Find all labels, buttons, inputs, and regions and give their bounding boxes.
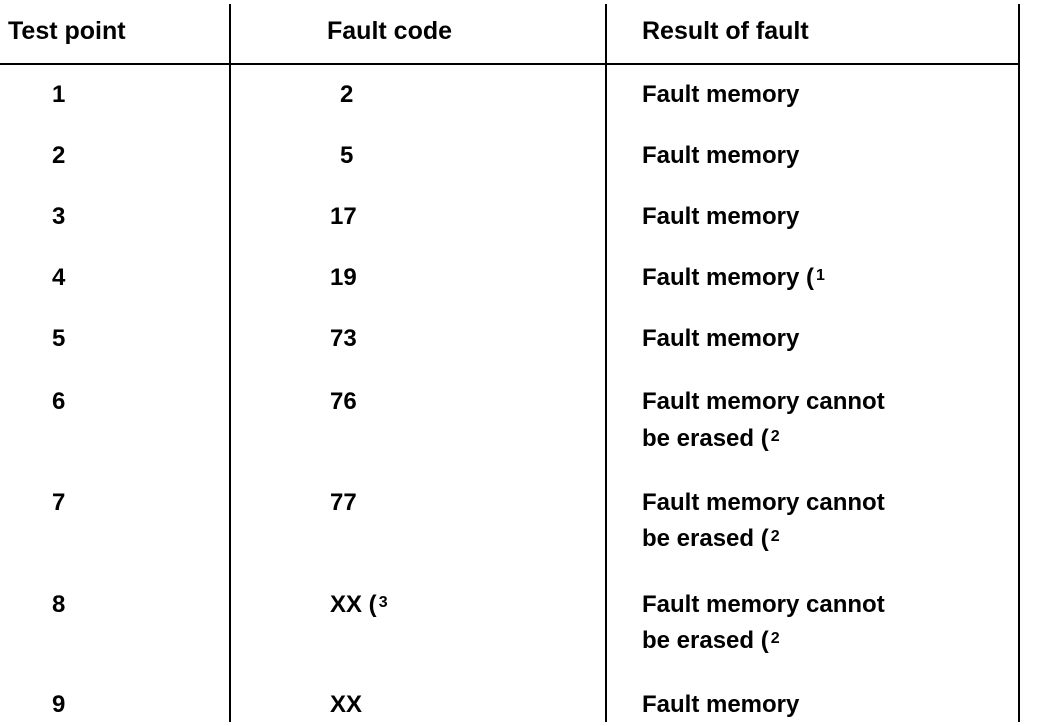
- fault-code-cell: 5: [340, 142, 354, 169]
- test-point-cell: 9: [52, 691, 66, 718]
- fault-code-cell: 77: [330, 489, 357, 516]
- column-divider: [229, 4, 231, 722]
- test-point-cell: 4: [52, 264, 66, 291]
- test-point-cell: 2: [52, 142, 66, 169]
- result-cell-line2: be erased (2: [642, 624, 780, 661]
- column-divider: [605, 4, 607, 722]
- result-text: Fault memory (: [642, 264, 815, 291]
- footnote-ref: 3: [378, 594, 388, 611]
- result-cell: Fault memory: [642, 325, 800, 352]
- result-cell-line2: be erased (2: [642, 522, 780, 559]
- footnote-ref: 1: [816, 267, 825, 284]
- test-point-cell: 7: [52, 489, 66, 516]
- footnote-ref: 2: [770, 630, 780, 647]
- result-text: be erased (: [642, 525, 769, 552]
- result-cell: Fault memory cannot: [642, 489, 885, 516]
- header-rule: [0, 63, 1018, 65]
- test-point-cell: 6: [52, 388, 66, 415]
- result-text: be erased (: [642, 627, 769, 654]
- footnote-ref: 2: [770, 528, 780, 545]
- result-cell: Fault memory: [642, 142, 800, 169]
- fault-code-cell: 73: [330, 325, 357, 352]
- fault-code-cell: 76: [330, 388, 357, 415]
- result-cell: Fault memory (1: [642, 261, 825, 298]
- fault-code-cell: XX: [330, 691, 363, 718]
- result-cell: Fault memory cannot: [642, 591, 885, 618]
- header-test-point: Test point: [8, 17, 126, 45]
- table-right-border: [1018, 4, 1020, 722]
- test-point-cell: 8: [52, 591, 66, 618]
- test-point-cell: 3: [52, 203, 66, 230]
- fault-code-text: XX (: [330, 591, 377, 618]
- fault-code-cell: 2: [340, 81, 354, 108]
- result-cell: Fault memory cannot: [642, 388, 885, 415]
- result-text: be erased (: [642, 425, 769, 452]
- fault-code-cell: 17: [330, 203, 357, 230]
- footnote-ref: 2: [770, 428, 780, 445]
- result-cell-line2: be erased (2: [642, 422, 780, 459]
- result-cell: Fault memory: [642, 81, 800, 108]
- result-cell: Fault memory: [642, 691, 800, 718]
- result-cell: Fault memory: [642, 203, 800, 230]
- test-point-cell: 5: [52, 325, 66, 352]
- fault-code-cell: XX (3: [330, 588, 388, 625]
- header-result-of-fault: Result of fault: [642, 17, 809, 45]
- fault-code-cell: 19: [330, 264, 357, 291]
- test-point-cell: 1: [52, 81, 66, 108]
- header-fault-code: Fault code: [327, 17, 453, 45]
